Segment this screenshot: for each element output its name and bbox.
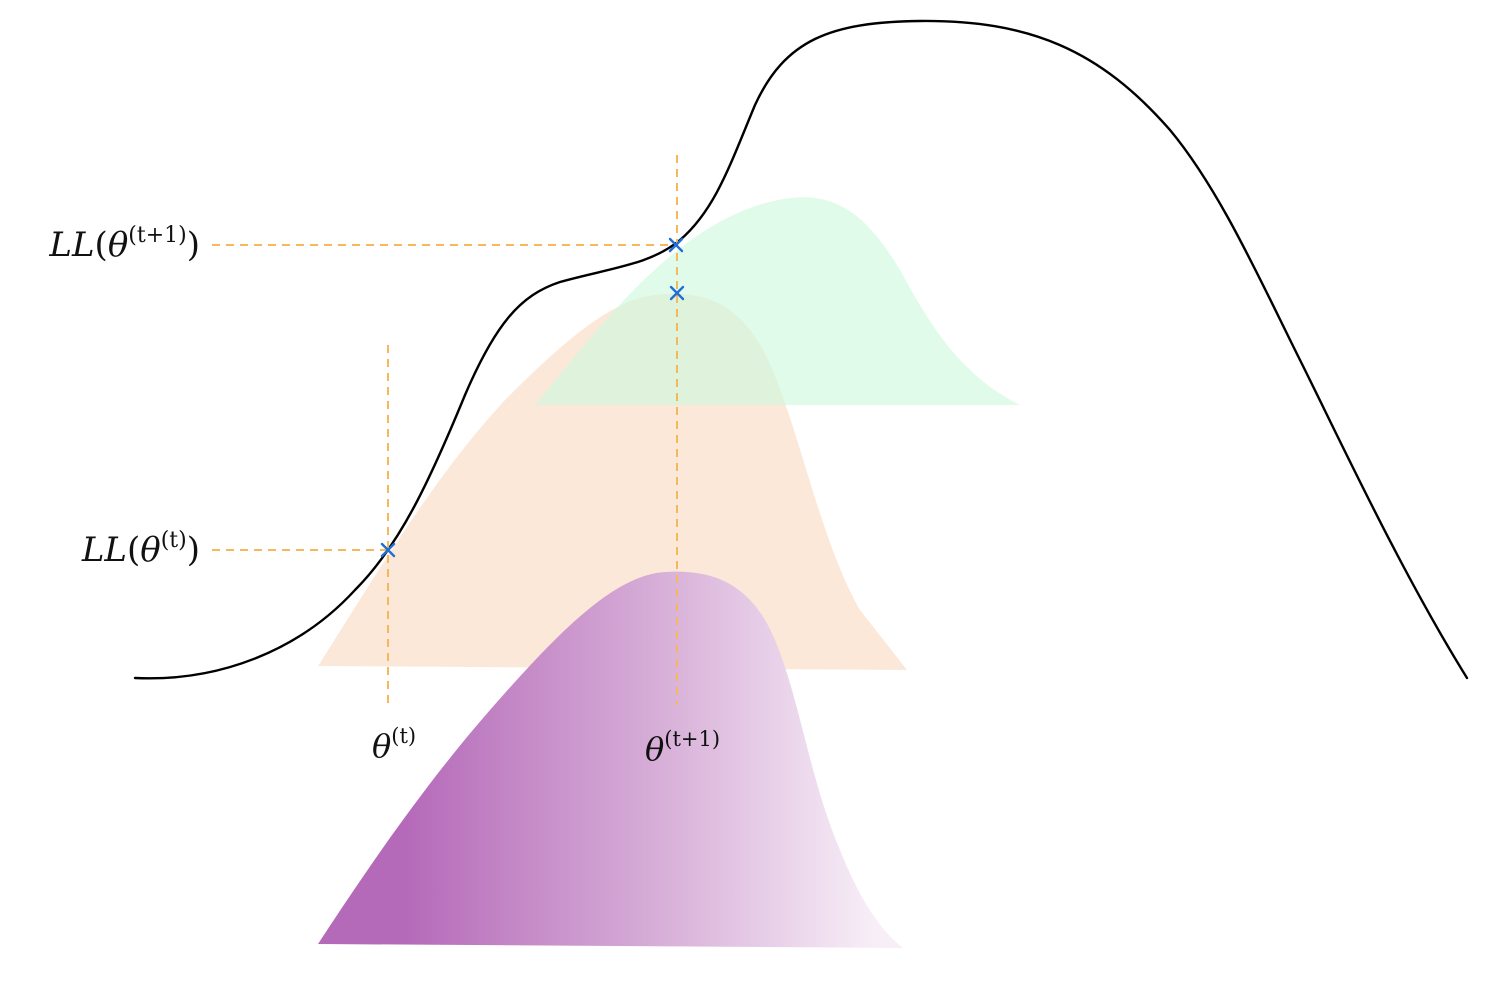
marker-ll-next (668, 237, 684, 253)
log-likelihood-curve (133, 19, 1469, 680)
purple-bump (318, 571, 903, 948)
label-ll-theta-curr: LL(θ(t)) (81, 528, 200, 570)
label-theta-curr: θ(t) (372, 724, 416, 765)
marker-bound-next (669, 285, 685, 301)
label-ll-theta-next: LL(θ(t+1)) (48, 223, 200, 265)
green-bump (535, 197, 1020, 405)
label-theta-next: θ(t+1) (645, 727, 720, 768)
marker-ll-curr (380, 542, 396, 558)
